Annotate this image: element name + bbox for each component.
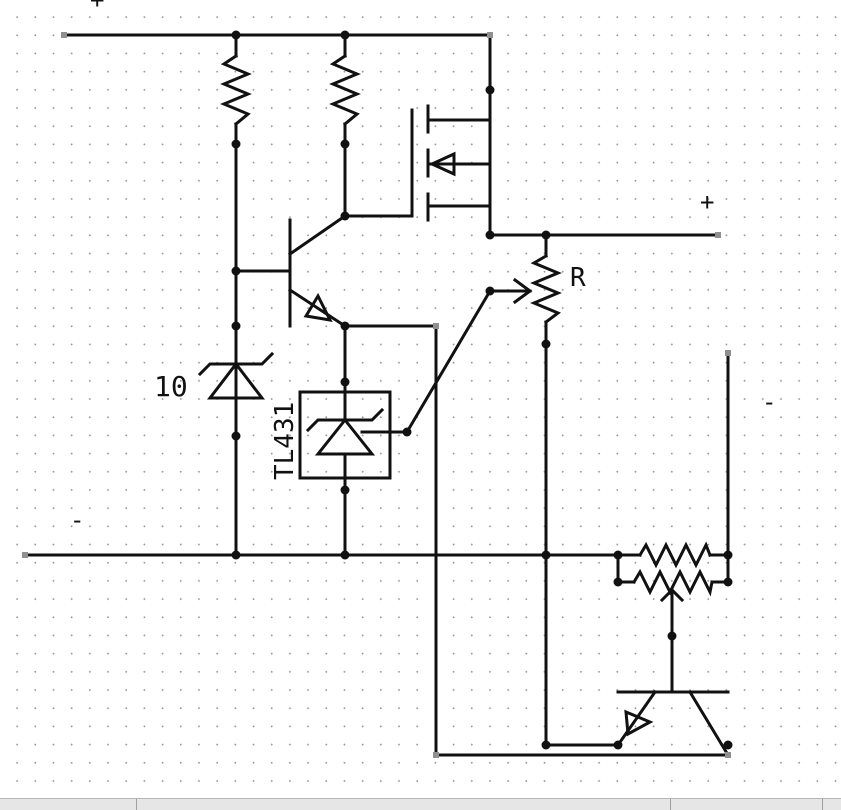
resistor-r1[interactable]: [220, 53, 252, 127]
tl431-label: TL431: [270, 402, 300, 480]
top-plus-label: +: [90, 0, 104, 14]
zener-value-label: 10: [154, 370, 188, 403]
junction-dots: [231, 30, 733, 750]
status-segment: [672, 799, 823, 810]
input-minus-label: -: [70, 506, 84, 534]
resistor-r2[interactable]: [329, 53, 361, 127]
output-plus-label: +: [700, 188, 714, 216]
wires: [23, 33, 731, 757]
tl431-regulator[interactable]: TL431: [270, 390, 409, 480]
mosfet[interactable]: [410, 104, 492, 222]
status-segment: [0, 799, 137, 810]
potentiometer-r[interactable]: R: [512, 253, 586, 325]
zener-diode[interactable]: 10: [154, 351, 275, 403]
status-segment: [150, 799, 671, 810]
wire-endpoints: [22, 32, 731, 758]
transistor-q1[interactable]: [287, 213, 348, 329]
output-minus-label: -: [762, 388, 776, 416]
status-bar: [0, 798, 841, 810]
rheostat[interactable]: [631, 541, 714, 612]
pot-label: R: [570, 263, 586, 293]
transistor-q2[interactable]: [615, 689, 730, 748]
